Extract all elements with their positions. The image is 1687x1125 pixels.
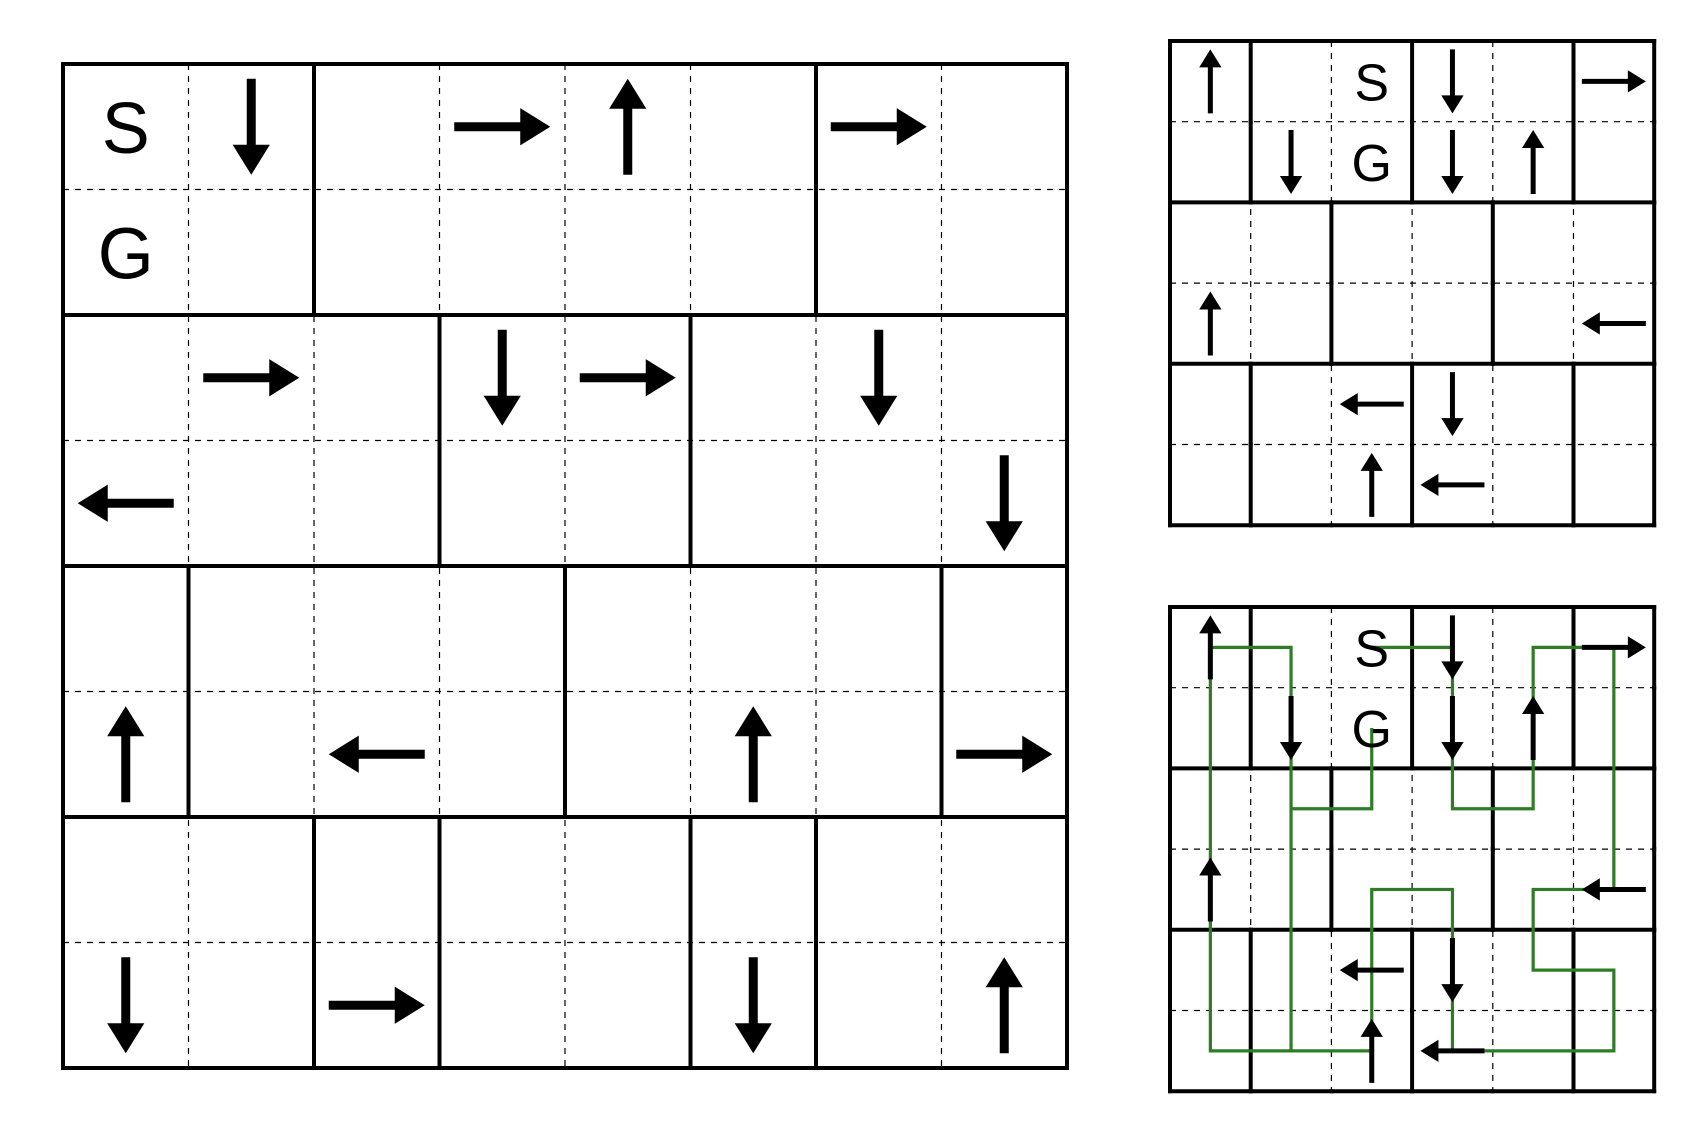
main-arrow-up-icon (107, 706, 145, 803)
main-arrow-right-icon (579, 359, 676, 397)
main-arrow-down-icon (107, 957, 145, 1054)
main-arrow-down-icon (232, 78, 270, 175)
main-arrow-up-icon (734, 706, 772, 803)
example-region-walls (1168, 39, 1657, 528)
example-arrow-right-icon (1581, 70, 1646, 93)
main-arrow-down-icon (734, 957, 772, 1054)
example-arrow-up-icon (1199, 291, 1222, 356)
solution-arrow-left-icon (1581, 878, 1646, 901)
main-arrow-right-icon (203, 359, 300, 397)
main-arrow-right-icon (328, 986, 425, 1024)
solution-arrow-up-icon (1199, 857, 1222, 922)
example-arrow-down-icon (1441, 130, 1464, 195)
solution-puzzle: SG (1168, 605, 1657, 1094)
solution-path-line (1208, 645, 1616, 1053)
solution-arrow-up-icon (1199, 615, 1222, 680)
example-arrow-up-icon (1199, 49, 1222, 114)
main-arrow-down-icon (483, 329, 521, 426)
example-letter-s: S (1354, 54, 1389, 112)
solution-arrow-down-icon (1441, 696, 1464, 761)
example-arrow-left-icon (1581, 312, 1646, 335)
solution-arrow-up-icon (1360, 1018, 1383, 1083)
example-arrow-down-icon (1441, 372, 1464, 437)
main-arrow-right-icon (830, 108, 927, 146)
main-arrow-up-icon (609, 78, 647, 175)
main-arrow-left-icon (77, 484, 174, 522)
main-letter-g: G (98, 214, 154, 294)
main-arrow-down-icon (985, 455, 1023, 552)
solution-arrow-down-icon (1441, 938, 1464, 1003)
solution-arrow-left-icon (1339, 958, 1404, 982)
solution-letter-s: S (1354, 620, 1389, 678)
main-arrow-down-icon (860, 329, 898, 426)
main-arrow-right-icon (956, 735, 1053, 773)
example-arrow-left-icon (1420, 473, 1485, 497)
solution-arrow-left-icon (1420, 1039, 1485, 1063)
example-arrow-left-icon (1339, 392, 1404, 416)
main-region-walls (61, 62, 1069, 1070)
solution-arrow-down-icon (1441, 615, 1464, 680)
example-arrow-down-icon (1279, 130, 1303, 195)
main-arrow-right-icon (454, 108, 551, 146)
solution-arrow-right-icon (1581, 636, 1646, 659)
solution-arrow-down-icon (1279, 696, 1303, 761)
main-arrow-left-icon (328, 735, 425, 773)
main-arrow-up-icon (985, 957, 1023, 1054)
solution-letter-g: G (1352, 701, 1392, 759)
solution-region-walls (1168, 605, 1657, 1094)
example-letter-g: G (1352, 135, 1392, 193)
example-puzzle: SG (1168, 39, 1657, 528)
example-arrow-up-icon (1521, 130, 1545, 195)
main-letter-s: S (102, 89, 150, 169)
main-puzzle: SG (61, 62, 1069, 1070)
example-arrow-down-icon (1441, 49, 1464, 114)
example-arrow-up-icon (1360, 452, 1383, 517)
solution-arrow-up-icon (1521, 696, 1545, 761)
